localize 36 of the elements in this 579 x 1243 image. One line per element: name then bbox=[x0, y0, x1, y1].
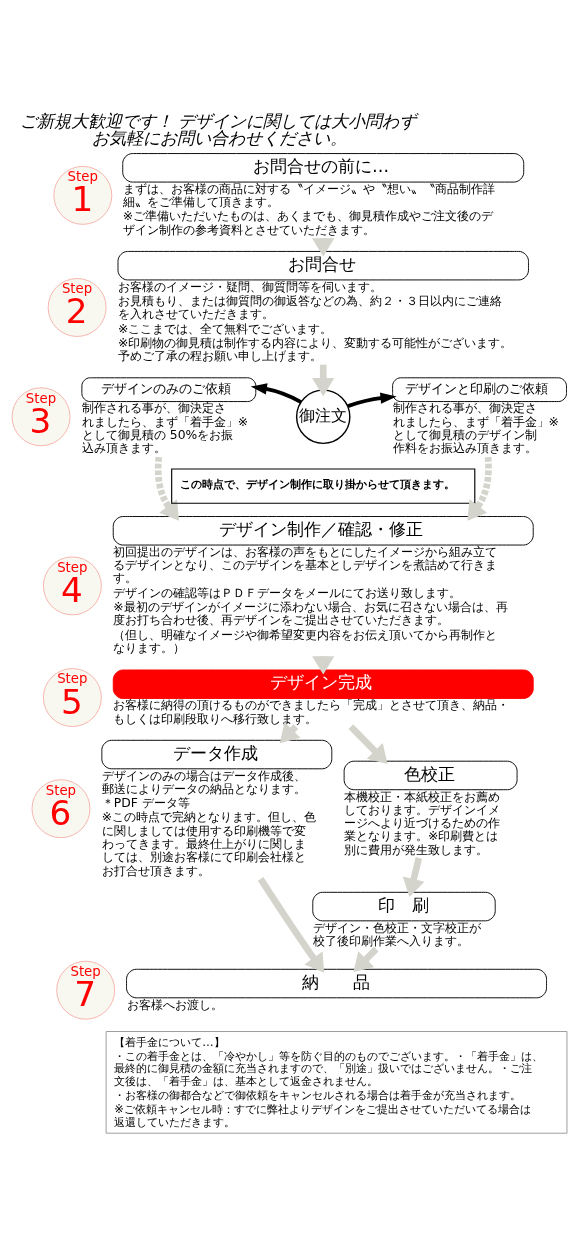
node-label: ※この時点で完納となります。但し、色に関しましては使用する印刷機等で変わってきます。最終仕上がりに関しましては、別途お客様にて印刷会社様とお打合せ頂きます。 bbox=[101, 809, 317, 878]
arrow bbox=[348, 723, 388, 764]
node-label: ※最初のデザインがイメージに添わない場合、お気に召さない場合は、再度お打ち合わせ後、再デザインをご提出させていただきます。 bbox=[113, 599, 508, 627]
node-label: お客様のイメージ・疑問、御質問等を伺います。 bbox=[117, 279, 382, 294]
node-circle: Step 6 bbox=[31, 778, 91, 838]
node-label: デザインのみの場合はデータ作成後、郵送によりデータの納品となります。 bbox=[101, 768, 306, 796]
node-label: ※印刷物の御見積は制作する内容により、変動する可能性がございます。予めご了承の程お願い申し上げます。 bbox=[117, 335, 513, 363]
node-circle: 御注文 bbox=[295, 388, 351, 444]
node-box: 【着手金について…】 ・この着手金とは、「冷やかし」等を防ぐ目的のものでございます。・「着手金」は、最終的に御見積の金額に充当されますので、「別途」扱いではございません。・ご注文後は、「着手金」は、基本として返金されません。 ・お客様の御都合などで御依頼をキャンセルされる場合は着手金が充当されます。 ※ご依頼キャンセル時：すでに弊社よりデザインをご提出させていただいてる場合は返還していただきます。 bbox=[105, 1030, 568, 1134]
arrow bbox=[257, 876, 325, 973]
arrow bbox=[402, 856, 425, 897]
node-label: お客様へお渡し。 bbox=[126, 997, 223, 1012]
diagram-title: ご新規大歓迎です！ デザインに関しては大小問わずお気軽にお問い合わせください。 bbox=[19, 110, 417, 148]
node-label: 制作される事が、御決定されましたら、まず「着手金」※として御見積のデザイン制作料をお振込み頂きます。 bbox=[392, 400, 559, 455]
node-circle: Step 3 bbox=[11, 386, 71, 446]
arrow bbox=[250, 382, 302, 404]
node-circle: Step 4 bbox=[42, 555, 102, 615]
node-box: この時点で、デザイン制作に取り掛からせて頂きます。 bbox=[171, 467, 476, 504]
arrow bbox=[467, 456, 492, 521]
node-label: デザインの確認等はＰＤＦデータをメールにてお送り致します。 bbox=[113, 585, 462, 600]
node-circle: Step 1 bbox=[53, 165, 113, 225]
node-label: （但し、明確なイメージや御希望変更内容をお伝え頂いてから再制作となります。） bbox=[113, 627, 498, 655]
node-label: ＊PDF データ等 bbox=[101, 795, 190, 810]
node-circle: Step 2 bbox=[47, 277, 107, 337]
node-label: お見積もり、または御質問の御返答などの為、約２・３日以内にご連絡を入れさせていただきます。 bbox=[117, 293, 502, 321]
arrow bbox=[347, 392, 397, 408]
node-label: まずは、お客様の商品に対する〝イメージ〟や〝想い〟〝商品制作詳細〟をご準備して頂きます。 bbox=[122, 181, 495, 209]
node-circle: Step 7 bbox=[56, 960, 116, 1020]
node-label: デザイン・色校正・文字校正が校了後印刷作業へ入ります。 bbox=[312, 920, 481, 948]
node-label: ※ここまでは、全て無料でございます。 bbox=[117, 321, 333, 336]
arrow bbox=[154, 456, 180, 521]
node-label: ※ご準備いただいたものは、あくまでも、御見積作成やご注文後のデザイン制作の参考資料とさせていただきます。 bbox=[122, 208, 494, 237]
node-label: 初回提出のデザインは、お客様の声をもとにしたイメージから組み立てるデザインとなり、このデザインを基本としデザインを煮詰めて行きます。 bbox=[113, 544, 498, 585]
node-label: 制作される事が、御決定されましたら、まず「着手金」※として御見積の 50%をお振込み頂きます。 bbox=[81, 400, 249, 455]
node-label: 本機校正・本紙校正をお薦めしております。デザインイメージへより近づけるための作業となります。※印刷費とは別に費用が発生致します。 bbox=[344, 789, 501, 857]
node-circle: Step 5 bbox=[42, 667, 102, 727]
